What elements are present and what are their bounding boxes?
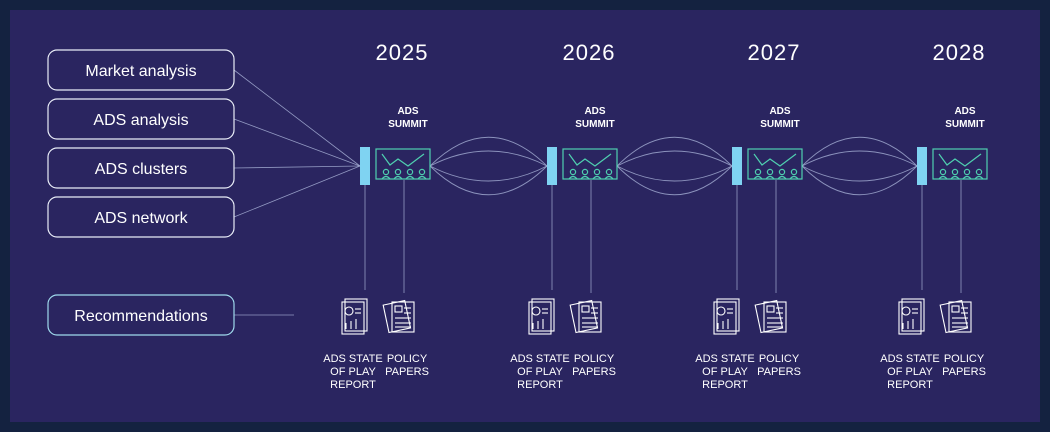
papers-caption: PAPERS <box>757 366 801 378</box>
policy-papers-icon <box>569 299 602 334</box>
papers-caption: PAPERS <box>572 366 616 378</box>
summit-link-arc <box>801 136 918 167</box>
summit-link-arc <box>616 165 733 196</box>
input-box-2: ADS clusters <box>47 147 235 189</box>
summit-label: SUMMIT <box>760 119 799 130</box>
input-box-3: ADS network <box>47 196 235 238</box>
policy-papers-icon <box>939 299 972 334</box>
input-box-label: ADS analysis <box>93 112 188 129</box>
input-box-1: ADS analysis <box>47 98 235 140</box>
input-box-border <box>47 98 235 140</box>
summit-link-arc <box>429 165 548 182</box>
summit-link-arc <box>429 136 548 167</box>
summit-label: SUMMIT <box>388 119 427 130</box>
papers-caption: POLICY <box>759 353 800 365</box>
input-box-label: ADS clusters <box>95 161 187 178</box>
report-caption: OF PLAY <box>702 366 748 378</box>
summit-link-arc <box>429 150 548 167</box>
summit-link-arc <box>616 136 733 167</box>
summit-arcs <box>429 136 918 196</box>
summit-link-arc <box>801 165 918 182</box>
report-caption: REPORT <box>702 379 748 391</box>
input-connector <box>233 165 361 169</box>
timeline-marker-bar <box>917 147 927 185</box>
input-connector <box>233 69 361 167</box>
year-label: 2028 <box>933 40 986 65</box>
timeline-marker-bar <box>732 147 742 185</box>
report-caption: ADS STATE <box>695 353 755 365</box>
recommendations-box: Recommendations <box>47 294 235 336</box>
input-box-label: ADS network <box>94 210 188 227</box>
year-label: 2026 <box>563 40 616 65</box>
report-caption: OF PLAY <box>887 366 933 378</box>
input-box-border <box>47 49 235 91</box>
input-connector <box>233 118 361 167</box>
year-label: 2027 <box>748 40 801 65</box>
input-box-label: Market analysis <box>85 63 196 80</box>
summit-link-arc <box>616 150 733 167</box>
input-box-border <box>47 147 235 189</box>
summit-link-arc <box>801 165 918 196</box>
meeting-board-icon <box>747 148 803 180</box>
report-caption: OF PLAY <box>517 366 563 378</box>
policy-papers-icon <box>382 299 415 334</box>
report-chart-icon <box>713 298 740 335</box>
papers-caption: POLICY <box>387 353 428 365</box>
summit-link-arc <box>616 165 733 182</box>
report-caption: ADS STATE <box>880 353 940 365</box>
recommendations-border <box>47 294 235 336</box>
meeting-board-icon <box>375 148 431 180</box>
recommendations-label: Recommendations <box>74 308 207 325</box>
policy-papers-icon <box>754 299 787 334</box>
timeline-marker-bar <box>547 147 557 185</box>
summit-label: ADS <box>769 106 790 117</box>
papers-caption: PAPERS <box>385 366 429 378</box>
report-chart-icon <box>898 298 925 335</box>
year-label: 2025 <box>376 40 429 65</box>
report-caption: REPORT <box>887 379 933 391</box>
papers-caption: POLICY <box>944 353 985 365</box>
meeting-board-icon <box>932 148 988 180</box>
summit-link-arc <box>801 150 918 167</box>
summit-label: ADS <box>954 106 975 117</box>
report-chart-icon <box>528 298 555 335</box>
report-caption: REPORT <box>330 379 376 391</box>
meeting-board-icon <box>562 148 618 180</box>
summit-label: ADS <box>397 106 418 117</box>
report-caption: ADS STATE <box>323 353 383 365</box>
input-box-0: Market analysis <box>47 49 235 91</box>
input-box-border <box>47 196 235 238</box>
summit-label: ADS <box>584 106 605 117</box>
report-caption: OF PLAY <box>330 366 376 378</box>
summit-label: SUMMIT <box>945 119 984 130</box>
summit-link-arc <box>429 165 548 196</box>
input-connector <box>233 165 361 218</box>
report-caption: REPORT <box>517 379 563 391</box>
papers-caption: POLICY <box>574 353 615 365</box>
timeline-marker-bar <box>360 147 370 185</box>
papers-caption: PAPERS <box>942 366 986 378</box>
report-chart-icon <box>341 298 368 335</box>
report-caption: ADS STATE <box>510 353 570 365</box>
summit-label: SUMMIT <box>575 119 614 130</box>
connector-lines <box>233 69 962 316</box>
